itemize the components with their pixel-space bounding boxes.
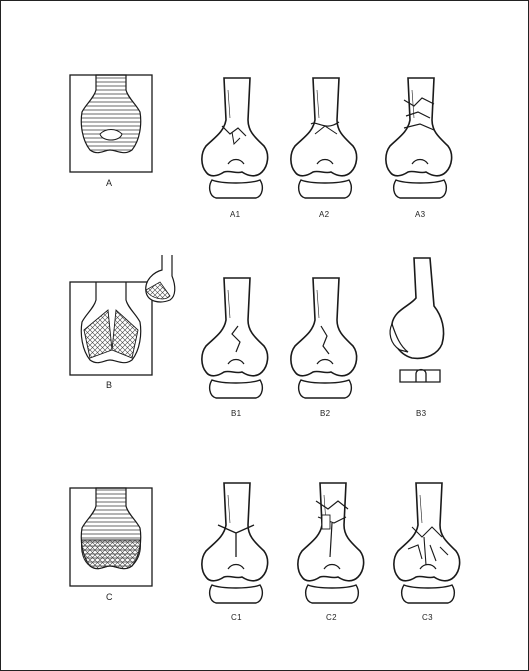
label-c3: C3 bbox=[422, 613, 433, 622]
fracture-a2 bbox=[291, 78, 357, 198]
fracture-b2 bbox=[291, 278, 357, 398]
label-a2: A2 bbox=[319, 210, 329, 219]
label-c1: C1 bbox=[231, 613, 242, 622]
label-b1: B1 bbox=[231, 409, 241, 418]
fracture-b3 bbox=[390, 258, 444, 382]
fracture-a1 bbox=[202, 78, 268, 198]
fracture-c1 bbox=[202, 483, 268, 603]
label-a1: A1 bbox=[230, 210, 240, 219]
label-b: B bbox=[106, 380, 112, 390]
fracture-c2 bbox=[298, 483, 364, 603]
fracture-c3 bbox=[394, 483, 460, 603]
label-b3: B3 bbox=[416, 409, 426, 418]
fracture-a3 bbox=[386, 78, 452, 198]
schematic-a bbox=[70, 75, 152, 172]
schematic-c bbox=[70, 488, 152, 586]
fracture-b1 bbox=[202, 278, 268, 398]
schematic-b bbox=[70, 255, 175, 375]
label-a: A bbox=[106, 178, 112, 188]
label-b2: B2 bbox=[320, 409, 330, 418]
label-c2: C2 bbox=[326, 613, 337, 622]
label-a3: A3 bbox=[415, 210, 425, 219]
label-c: C bbox=[106, 592, 113, 602]
